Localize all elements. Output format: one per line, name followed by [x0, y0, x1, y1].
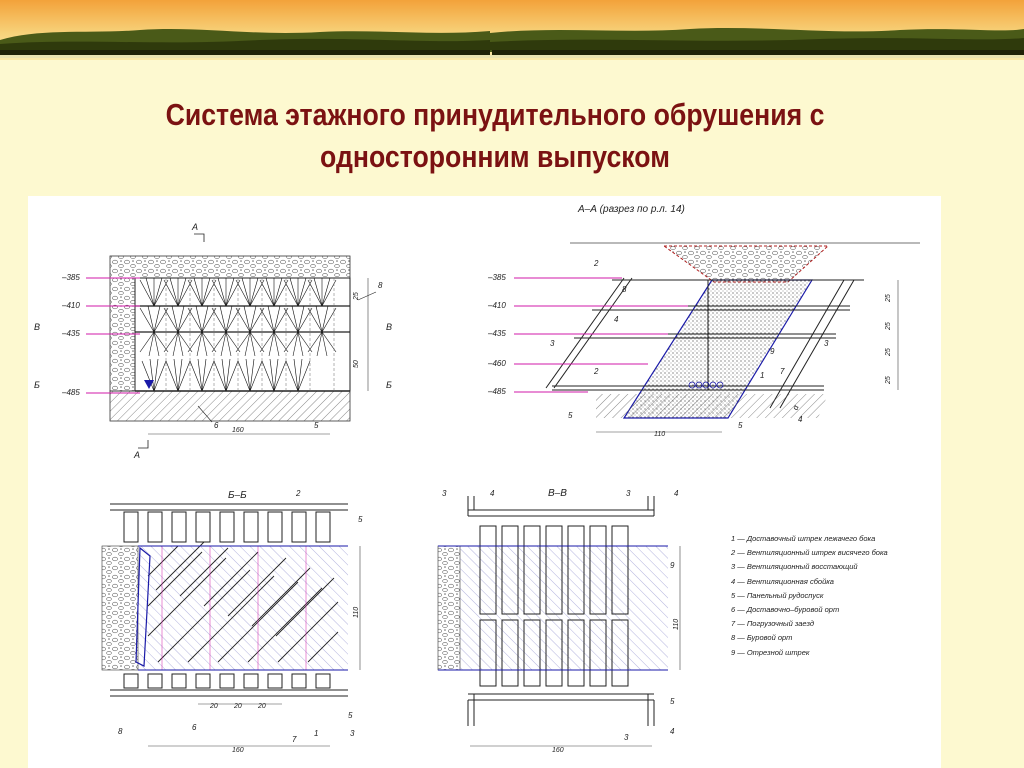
plan-bb: Б–Б	[101, 489, 363, 754]
vv-dim-160: 160	[552, 747, 564, 754]
callout-5-left: 5	[314, 421, 319, 430]
callout-8-left: 8	[378, 281, 383, 290]
level-385: –385	[61, 273, 80, 282]
level-410: –410	[61, 301, 80, 310]
aa-callout-4-bottom: 4	[798, 415, 803, 424]
caving-funnel	[662, 245, 830, 283]
vv-callout-3-tr: 3	[626, 489, 631, 498]
aa-level-410: –410	[487, 301, 506, 310]
caving-zone-side	[109, 277, 136, 392]
bb-ore-zone	[138, 546, 348, 670]
legend-item-3: 3 — Вентиляционный восстающий	[731, 562, 858, 572]
ore-pass-marker	[144, 380, 154, 389]
aa-callout-7: 7	[780, 367, 785, 376]
aa-dim-25-c: 25	[885, 348, 892, 357]
legend-item-6: 6 — Доставочно–буровой орт	[731, 605, 840, 615]
aa-callout-5-left: 5	[568, 411, 573, 420]
bb-dim-20-c: 20	[257, 703, 266, 710]
aa-level-385: –385	[487, 273, 506, 282]
ore-block	[134, 277, 351, 392]
caving-zone-top	[109, 255, 351, 279]
footwall-pillar	[109, 390, 351, 422]
aa-level-435: –435	[487, 329, 506, 338]
plan-vv: В–В 110	[437, 488, 681, 754]
vv-callout-4-br: 4	[670, 727, 675, 736]
aa-level-485: –485	[487, 387, 506, 396]
bb-callout-8: 8	[118, 727, 123, 736]
vv-dim-110: 110	[673, 619, 680, 630]
aa-callout-3-right: 3	[824, 339, 829, 348]
aa-callout-2-top: 2	[593, 259, 599, 268]
level-435: –435	[61, 329, 80, 338]
title-line-2: односторонним выпуском	[320, 139, 670, 174]
cut-a-top: А	[191, 222, 198, 232]
aa-level-460: –460	[487, 359, 506, 368]
aa-callout-2-bottom: 2	[593, 367, 599, 376]
vv-caved-rock	[437, 545, 461, 671]
bb-callout-5-top: 5	[358, 515, 363, 524]
bb-caved-rock	[101, 545, 139, 671]
aa-footwall	[596, 394, 828, 418]
cut-v-right: В	[386, 322, 392, 332]
bb-dim-20-a: 20	[209, 703, 218, 710]
title-line-1: Система этажного принудительного обрушен…	[165, 97, 825, 132]
vv-callout-3-br: 3	[624, 733, 629, 742]
aa-callout-5-right: 5	[738, 421, 743, 430]
bb-dim-160: 160	[232, 747, 244, 754]
dim-110-aa: 110	[654, 431, 665, 438]
dim-160-top: 160	[232, 427, 244, 434]
callout-6-left: 6	[214, 421, 219, 430]
dim-25-left: 25	[353, 292, 360, 301]
bb-callout-1: 1	[314, 729, 318, 738]
aa-chute	[688, 381, 724, 389]
legend-item-4: 4 — Вентиляционная сбойка	[731, 576, 834, 586]
legend-item-9: 9 — Отрезной штрек	[731, 647, 810, 657]
bb-cut-slot	[135, 546, 151, 667]
section-vv-title: В–В	[548, 488, 567, 499]
legend: 1 — Доставочный штрек лежачего бока 2 — …	[731, 532, 941, 660]
cut-v-left: В	[34, 322, 40, 332]
section-aa-title: А–А (разрез по р.л. 14)	[577, 204, 685, 215]
vv-callout-4-tr: 4	[674, 489, 679, 498]
legend-item-5: 5 — Панельный рудоспуск	[731, 590, 824, 600]
bb-dim-20-b: 20	[233, 703, 242, 710]
bb-callout-5-bottom: 5	[348, 711, 353, 720]
section-bb-title: Б–Б	[228, 490, 247, 501]
aa-dim-25-a: 25	[885, 294, 892, 303]
aa-callout-8: 8	[622, 285, 627, 294]
cut-b-right: Б	[386, 380, 392, 390]
blast-hole-fans	[139, 277, 337, 392]
vv-callout-3-tl: 3	[442, 489, 447, 498]
aa-dim-25-b: 25	[885, 322, 892, 331]
legend-item-1: 1 — Доставочный штрек лежачего бока	[731, 534, 876, 543]
bb-callout-6: 6	[192, 723, 197, 732]
aa-angle-alpha: α	[791, 403, 801, 411]
level-485: –485	[61, 388, 80, 397]
section-vertical-left: –385 –410 –435 –485 А А В В Б Б 25 50 16…	[34, 222, 392, 460]
vv-callout-5: 5	[670, 697, 675, 706]
bb-callout-2: 2	[295, 489, 301, 498]
aa-callout-1: 1	[760, 371, 764, 380]
aa-callout-4-top: 4	[614, 315, 619, 324]
dim-50-left: 50	[353, 360, 360, 368]
mining-drawing: –385 –410 –435 –485 А А В В Б Б 25 50 16…	[28, 196, 941, 768]
vv-ore-zone	[460, 546, 668, 670]
cut-a-bottom: А	[133, 450, 140, 460]
drawing-svg: –385 –410 –435 –485 А А В В Б Б 25 50 16…	[34, 204, 920, 754]
bb-callout-7: 7	[292, 735, 297, 744]
aa-dim-25-d: 25	[885, 376, 892, 385]
cut-b-left: Б	[34, 380, 40, 390]
top-banner	[0, 0, 1024, 60]
aa-callout-9: 9	[770, 347, 775, 356]
legend-item-8: 8 — Буровой орт	[731, 633, 793, 643]
legend-item-2: 2 — Вентиляционный штрек висячего бока	[731, 548, 888, 558]
vv-callout-4-tl: 4	[490, 489, 495, 498]
slide-title: Система этажного принудительного обрушен…	[121, 94, 869, 178]
aa-callout-3-left: 3	[550, 339, 555, 348]
vv-callout-9: 9	[670, 561, 675, 570]
section-aa: А–А (разрез по р.л. 14)	[487, 204, 920, 438]
bb-callout-3: 3	[350, 729, 355, 738]
legend-item-7: 7 — Погрузочный заезд	[731, 619, 815, 629]
bb-dim-110: 110	[353, 607, 360, 618]
